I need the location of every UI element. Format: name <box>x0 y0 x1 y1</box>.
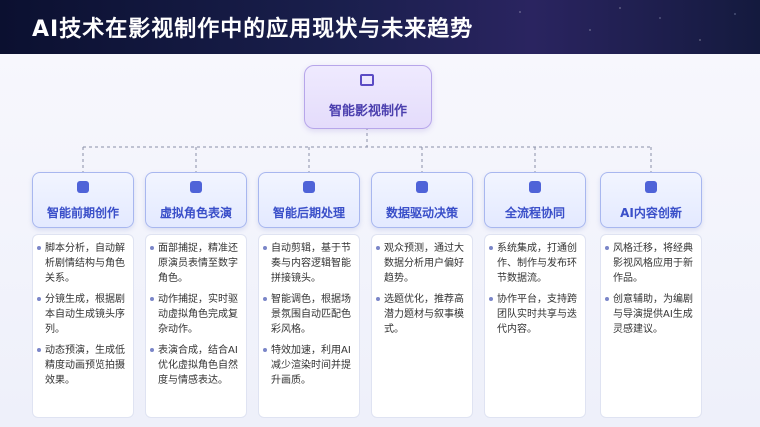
user-icon <box>190 181 202 193</box>
detail-card-1: 脚本分析，自动解析剧情结构与角色关系。分镜生成，根据剧本自动生成镜头序列。动态预… <box>32 234 134 418</box>
detail-item: 创意辅助，为编剧与导演提供AI生成灵感建议。 <box>605 292 697 337</box>
page-title: AI技术在影视制作中的应用现状与未来趋势 <box>32 17 474 42</box>
detail-item: 脚本分析，自动解析剧情结构与角色关系。 <box>37 241 129 286</box>
category-node-6: AI内容创新 <box>600 172 702 228</box>
gear-icon <box>529 181 541 193</box>
detail-item: 特效加速，利用AI减少渲染时间并提升画质。 <box>263 343 355 388</box>
category-node-4: 数据驱动决策 <box>371 172 473 228</box>
category-node-2: 虚拟角色表演 <box>145 172 247 228</box>
chart-icon <box>416 181 428 193</box>
detail-item: 系统集成，打通创作、制作与发布环节数据流。 <box>489 241 581 286</box>
detail-item: 动态预演，生成低精度动画预览拍摄效果。 <box>37 343 129 388</box>
category-node-3: 智能后期处理 <box>258 172 360 228</box>
detail-item: 表演合成，结合AI优化虚拟角色自然度与情感表达。 <box>150 343 242 388</box>
detail-card-6: 风格迁移，将经典影视风格应用于新作品。创意辅助，为编剧与导演提供AI生成灵感建议… <box>600 234 702 418</box>
detail-card-3: 自动剪辑，基于节奏与内容逻辑智能拼接镜头。智能调色，根据场景氛围自动匹配色彩风格… <box>258 234 360 418</box>
detail-item: 风格迁移，将经典影视风格应用于新作品。 <box>605 241 697 286</box>
detail-card-5: 系统集成，打通创作、制作与发布环节数据流。协作平台，支持跨团队实时共享与迭代内容… <box>484 234 586 418</box>
root-label: 智能影视制作 <box>328 104 407 119</box>
category-label: 智能前期创作 <box>46 206 119 220</box>
detail-item: 观众预测，通过大数据分析用户偏好趋势。 <box>376 241 468 286</box>
detail-item: 动作捕捉，实时驱动虚拟角色完成复杂动作。 <box>150 292 242 337</box>
detail-item: 面部捕捉，精准还原演员表情至数字角色。 <box>150 241 242 286</box>
root-node: 智能影视制作 <box>304 65 432 129</box>
category-label: 智能后期处理 <box>272 206 345 220</box>
detail-item: 智能调色，根据场景氛围自动匹配色彩风格。 <box>263 292 355 337</box>
detail-item: 选题优化，推荐高潜力题材与叙事模式。 <box>376 292 468 337</box>
list-icon <box>645 181 657 193</box>
category-node-5: 全流程协同 <box>484 172 586 228</box>
category-label: 全流程协同 <box>504 206 565 220</box>
category-label: 虚拟角色表演 <box>159 206 232 220</box>
starfield-decoration <box>0 0 760 54</box>
category-label: 数据驱动决策 <box>385 206 458 220</box>
detail-card-2: 面部捕捉，精准还原演员表情至数字角色。动作捕捉，实时驱动虚拟角色完成复杂动作。表… <box>145 234 247 418</box>
detail-item: 自动剪辑，基于节奏与内容逻辑智能拼接镜头。 <box>263 241 355 286</box>
category-node-1: 智能前期创作 <box>32 172 134 228</box>
film-icon <box>360 74 374 86</box>
detail-item: 协作平台，支持跨团队实时共享与迭代内容。 <box>489 292 581 337</box>
detail-item: 分镜生成，根据剧本自动生成镜头序列。 <box>37 292 129 337</box>
detail-card-4: 观众预测，通过大数据分析用户偏好趋势。选题优化，推荐高潜力题材与叙事模式。 <box>371 234 473 418</box>
phone-icon <box>303 181 315 193</box>
title-banner: AI技术在影视制作中的应用现状与未来趋势 <box>0 0 760 54</box>
category-label: AI内容创新 <box>620 206 682 220</box>
brain-icon <box>77 181 89 193</box>
